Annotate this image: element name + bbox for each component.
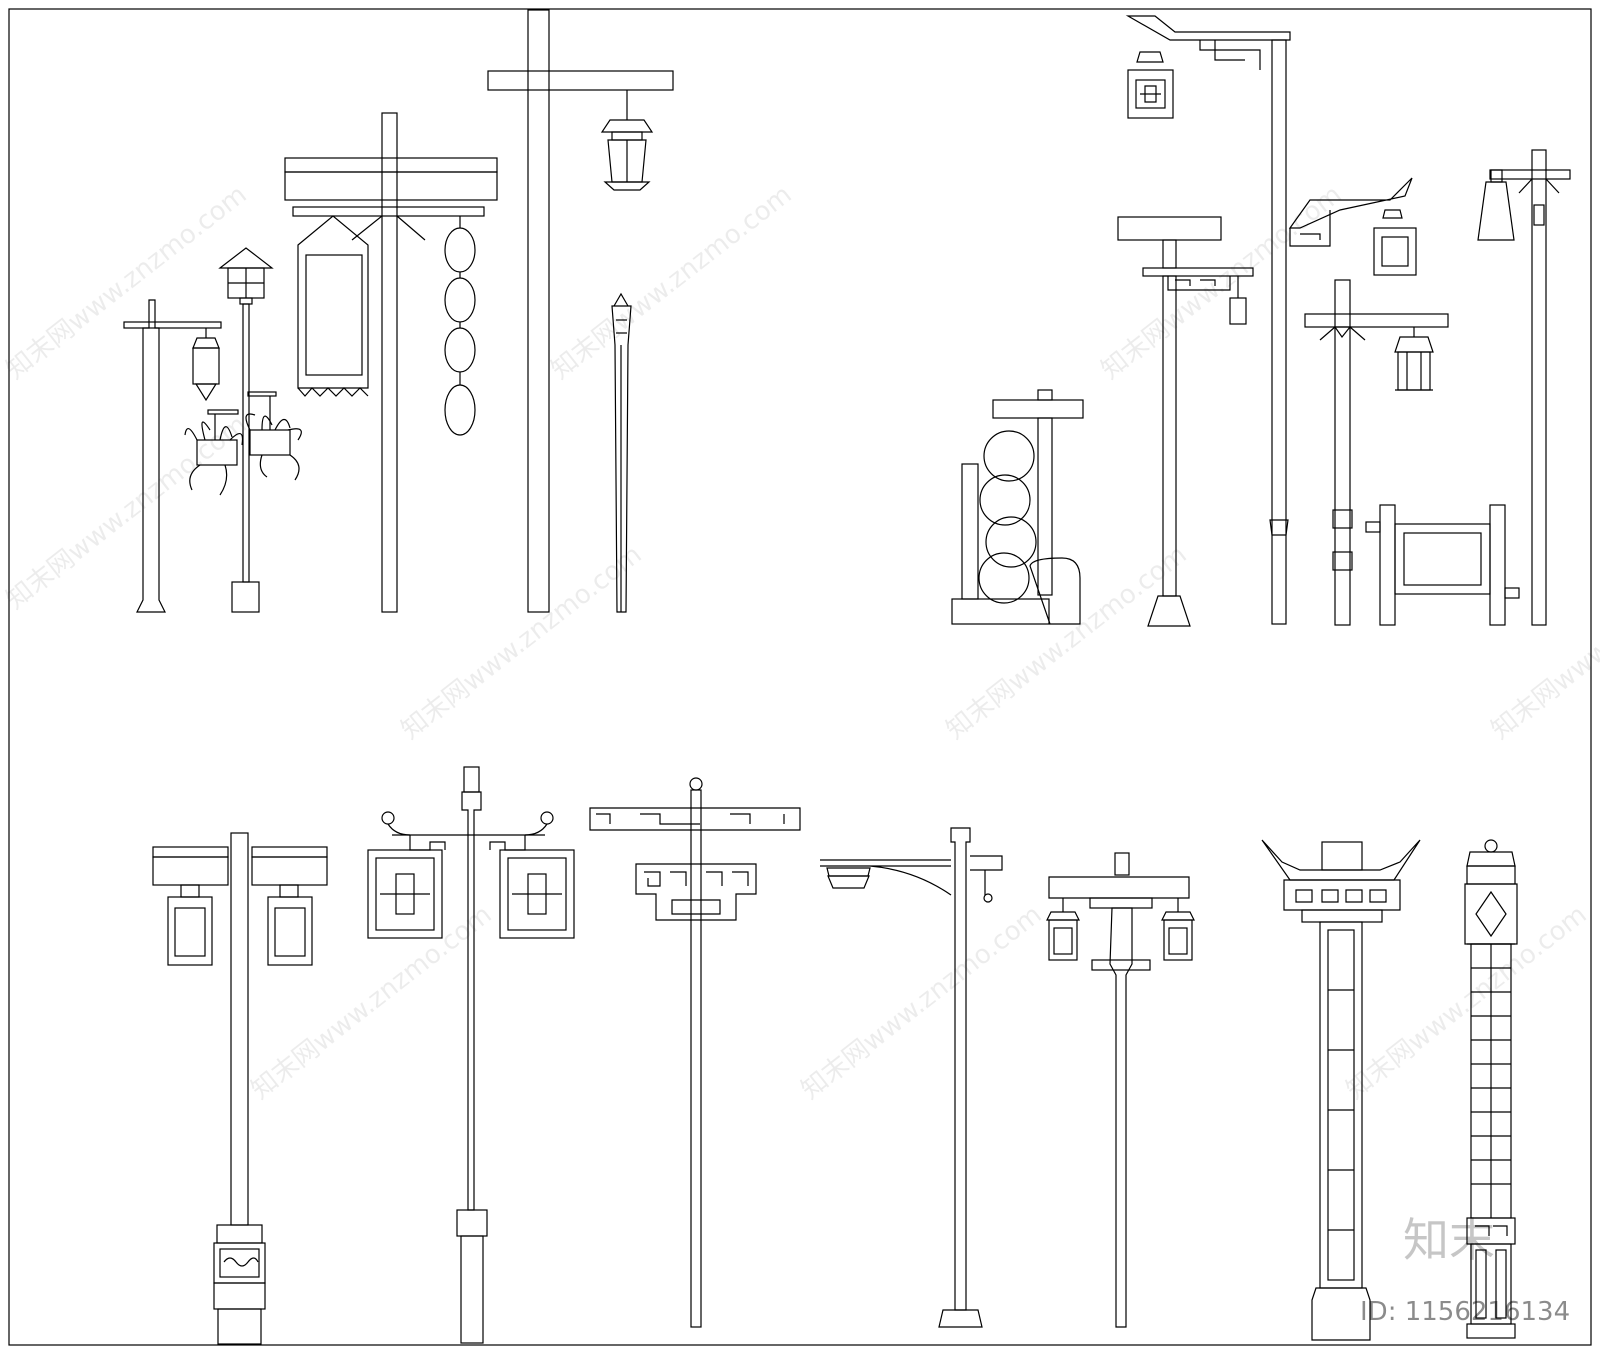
frame-sign-board bbox=[1365, 504, 1520, 626]
bell-lantern-pole-lamp bbox=[1477, 149, 1571, 626]
top-right-lamp-group bbox=[951, 15, 1571, 627]
brand-logo-text: 知末 bbox=[1403, 1213, 1495, 1267]
cross-arm-hanging-lantern-lamp bbox=[123, 299, 222, 613]
lattice-column-lamp bbox=[1261, 839, 1421, 1341]
watermark-text: 知末网www.znzmo.com bbox=[941, 540, 1193, 746]
top-left-lamp-group bbox=[123, 9, 674, 613]
twin-lantern-lamp bbox=[1046, 852, 1195, 1328]
banner-signpost-lamp bbox=[284, 112, 498, 613]
torch-pole-lamp bbox=[611, 292, 632, 613]
watermark-text: 知末网www.znzmo.com bbox=[546, 180, 798, 386]
drawing-frame bbox=[8, 8, 1592, 1346]
watermark-text: 知末网www.znzmo.com bbox=[246, 900, 498, 1106]
fret-bracket-lantern-lamp bbox=[1117, 216, 1254, 627]
watermark-layer: 知末网www.znzmo.com 知末网www.znzmo.com 知末网www… bbox=[1, 180, 1600, 1106]
watermark-text: 知末网www.znzmo.com bbox=[1341, 900, 1593, 1106]
watermark-text: 知末网www.znzmo.com bbox=[796, 900, 1048, 1106]
tall-cross-hanging-lantern-lamp bbox=[487, 9, 674, 613]
stone-rockery-sign bbox=[951, 389, 1084, 625]
watermark-text: 知末网www.znzmo.com bbox=[1, 180, 253, 386]
swallowtail-arm-lamp bbox=[1125, 15, 1417, 625]
watermark-text: 知末网www.znzmo.com bbox=[1096, 180, 1348, 386]
ornate-panel-lamp bbox=[367, 766, 575, 1344]
drawing-id-label: ID: 1156216134 bbox=[1360, 1297, 1570, 1327]
string-lantern-lamp bbox=[444, 216, 476, 436]
watermark-text: 知末网www.znzmo.com bbox=[396, 540, 648, 746]
brace-lantern-lamp bbox=[1304, 279, 1449, 626]
double-box-lantern-lamp bbox=[152, 832, 328, 1345]
ornamental-column-lamp bbox=[1464, 839, 1518, 1339]
fret-crown-lamp bbox=[589, 777, 801, 1328]
watermark-text: 知末网www.znzmo.com bbox=[1486, 540, 1600, 746]
side-arm-dish-lamp bbox=[820, 827, 1003, 1328]
planter-basket-lamp bbox=[184, 247, 302, 613]
bottom-lamp-group bbox=[152, 766, 1518, 1345]
